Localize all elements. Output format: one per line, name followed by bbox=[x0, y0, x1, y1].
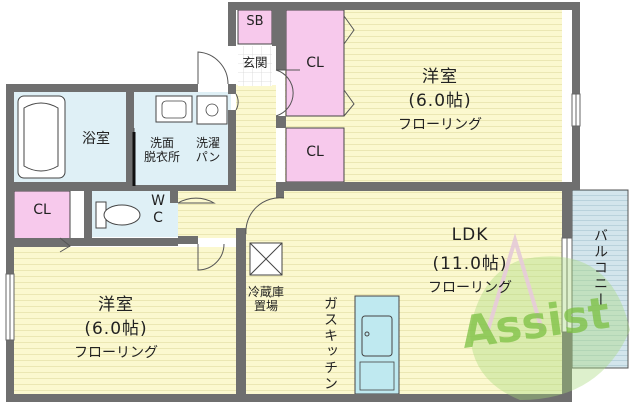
kitchen-sink bbox=[361, 315, 393, 357]
assist-watermark bbox=[470, 233, 630, 400]
closet-top-mid-label: CL bbox=[306, 144, 324, 160]
room-ldk-floor bbox=[283, 191, 562, 394]
washing-pan bbox=[196, 95, 228, 125]
washroom-label: 洗面 脱衣所 bbox=[143, 136, 180, 164]
toilet-bowl bbox=[103, 204, 141, 226]
sink-drain bbox=[364, 331, 370, 337]
kitchen-label: ガスキッチン bbox=[322, 296, 338, 392]
washbasin-bowl bbox=[161, 100, 187, 119]
closet-top-left bbox=[285, 9, 345, 117]
western-top-floor-label: フローリング bbox=[398, 117, 482, 133]
ldk-name: LDK bbox=[451, 225, 489, 245]
closet-top-mid bbox=[285, 127, 345, 183]
ldk-floor-label: フローリング bbox=[428, 280, 512, 296]
bath-label: 浴室 bbox=[82, 131, 110, 147]
western-top-name: 洋室 bbox=[422, 67, 458, 87]
ldk-size: (11.0帖) bbox=[432, 254, 508, 274]
washing-pan-drain bbox=[205, 103, 219, 117]
bathtub bbox=[17, 95, 66, 179]
closet-top-left-label: CL bbox=[306, 55, 324, 71]
entrance-label: 玄関 bbox=[242, 55, 268, 70]
laundry-pan-label: 洗濯 パン bbox=[195, 136, 221, 164]
western-bottom-size: (6.0帖) bbox=[84, 319, 148, 339]
bathtub-inner bbox=[23, 102, 59, 172]
closet-bottom-left-label: CL bbox=[33, 202, 51, 218]
room-western-bottom-floor bbox=[14, 247, 238, 394]
western-bottom-name: 洋室 bbox=[98, 295, 134, 315]
western-bottom-floor-label: フローリング bbox=[74, 345, 158, 361]
stove bbox=[359, 361, 395, 391]
walls bbox=[6, 2, 580, 402]
hallway-lower-floor bbox=[178, 190, 283, 238]
entrance-floor bbox=[238, 46, 272, 86]
fridge-label: 冷蔵庫 置場 bbox=[247, 285, 284, 313]
western-top-size: (6.0帖) bbox=[408, 91, 472, 111]
wc-label: W C bbox=[151, 193, 165, 226]
balcony-label: バルコニー bbox=[592, 228, 608, 308]
hallway-floor bbox=[236, 85, 276, 195]
fridge-cross-2 bbox=[249, 242, 283, 276]
closet-bottom-left bbox=[13, 190, 71, 247]
shoe-box-label: SB bbox=[246, 14, 264, 29]
